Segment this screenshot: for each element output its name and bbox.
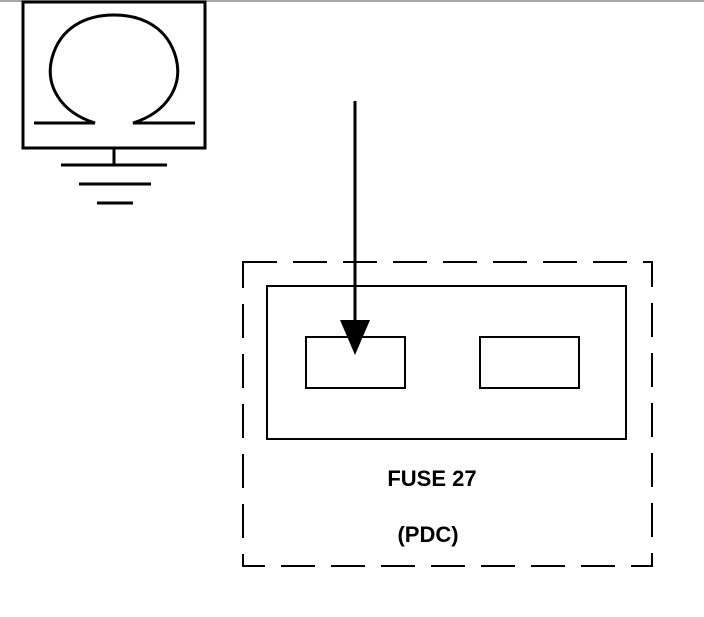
pdc-dashed-boundary bbox=[242, 261, 653, 567]
fuse-terminal-right bbox=[479, 336, 580, 389]
fuse-label: FUSE 27 bbox=[387, 466, 476, 491]
ohmmeter-icon bbox=[21, 0, 207, 150]
ohm-symbol bbox=[34, 13, 195, 125]
fuse-body bbox=[266, 285, 627, 440]
probe-arrow-icon bbox=[340, 101, 370, 355]
location-label: (PDC) bbox=[397, 522, 458, 547]
ground-icon bbox=[61, 148, 167, 205]
